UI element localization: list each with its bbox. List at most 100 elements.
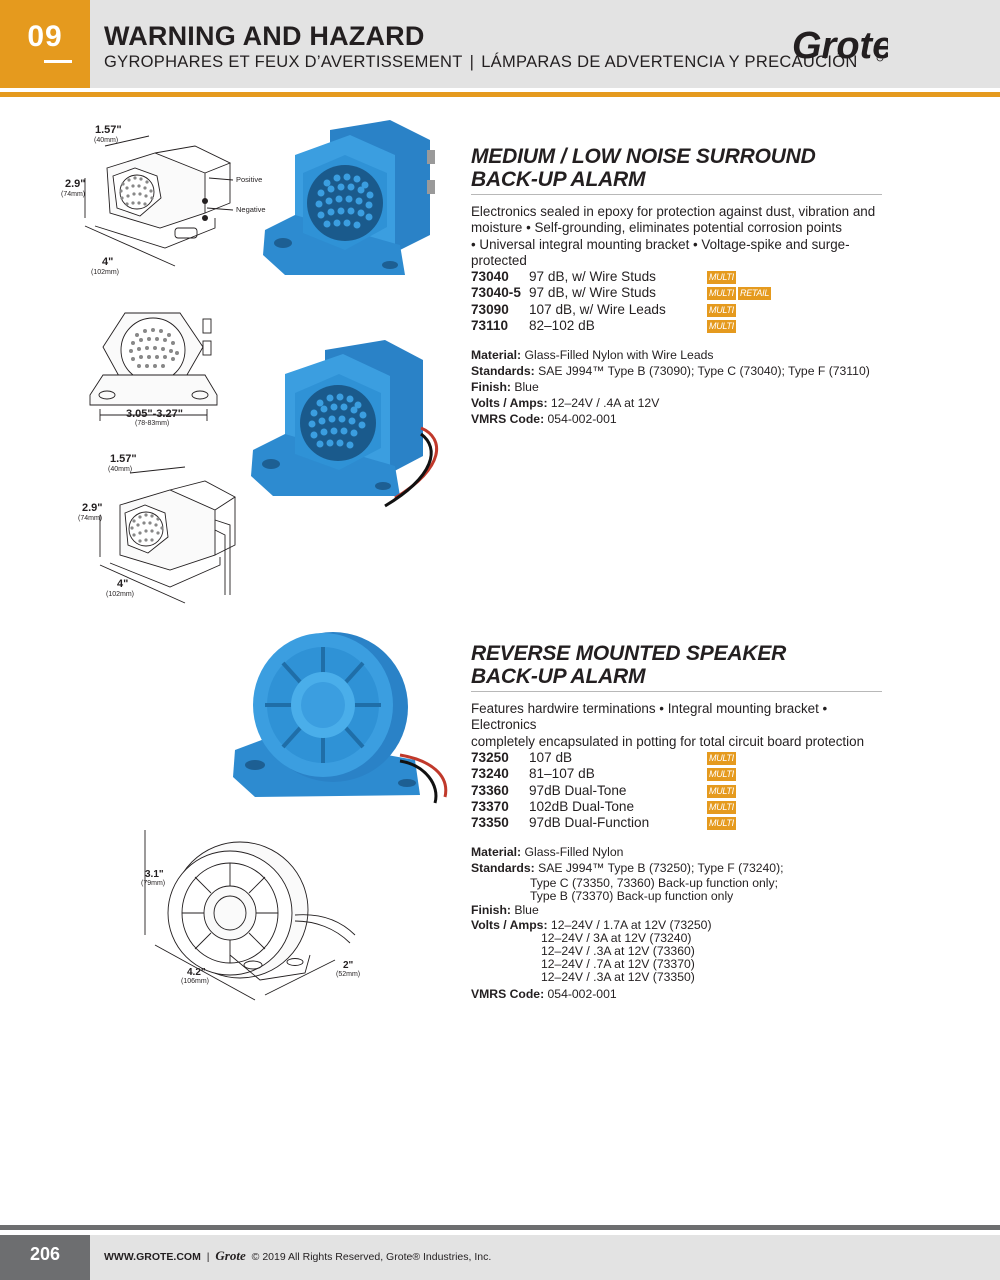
- part-number: 73110: [471, 317, 509, 333]
- product1-dimension-drawing-leads: 1.57" (40mm) 2.9" (74mm) 4" (102mm): [78, 453, 236, 604]
- part-number: 73090: [471, 301, 509, 317]
- product1-dimension-drawing-front: 3.05"-3.27" (78-83mm): [89, 312, 218, 427]
- product1-title-rule: [471, 194, 882, 195]
- page-title: WARNING AND HAZARD: [104, 21, 425, 51]
- part-description: 102dB Dual-Tone: [529, 798, 635, 814]
- dim-width: 4.2": [187, 967, 206, 978]
- product2-dimension-drawing: 3.1" (79mm) 4.2" (106mm) 2" (52mm): [141, 830, 360, 1001]
- spec-vmrs: VMRS Code: 054-002-001: [471, 986, 617, 1001]
- spec-standards-cont: Type C (73350, 73360) Back-up function o…: [530, 875, 778, 890]
- dim-diameter-mm: (79mm): [141, 880, 165, 887]
- part-number: 73360: [471, 782, 509, 798]
- part-description: 97dB Dual-Tone: [529, 782, 627, 798]
- product2-title-rule: [471, 691, 882, 692]
- dim-diameter: 3.1": [145, 869, 164, 880]
- product1-dimension-drawing-side: 1.57" (40mm) 2.9" (74mm) 4" (102mm) Posi…: [61, 124, 266, 276]
- part-number: 73040-5: [471, 285, 521, 301]
- page-number: 206: [29, 1244, 61, 1264]
- spec-standards-cont: Type B (73370) Back-up function only: [530, 888, 734, 903]
- grote-logo: Grote: [792, 25, 888, 67]
- product1-desc-line3: • Universal integral mounting bracket • …: [471, 236, 850, 268]
- product2-photo: [233, 632, 448, 804]
- footer-divider: |: [206, 1251, 210, 1263]
- spec-volts: Volts / Amps: 12–24V / 1.7A at 12V (7325…: [471, 917, 712, 932]
- subtitle-french: GYROPHARES ET FEUX D’AVERTISSEMENT: [104, 53, 463, 71]
- dim-depth-mm: (40mm): [94, 137, 118, 144]
- positive-terminal-icon: [202, 198, 208, 204]
- subtitle-divider: |: [469, 53, 475, 71]
- spec-volts-cont: 12–24V / 3A at 12V (73240): [541, 930, 692, 945]
- dim-width-2: 4": [117, 578, 128, 590]
- part-description: 82–102 dB: [529, 317, 595, 333]
- copyright-text: © 2019 All Rights Reserved, Grote® Indus…: [251, 1251, 492, 1263]
- retail-badge: RETAIL: [738, 287, 772, 301]
- multi-badge: MULTI: [707, 817, 736, 831]
- table-row: 73360 97dB Dual-Tone MULTI: [471, 783, 891, 799]
- negative-terminal-label: Negative: [236, 205, 266, 214]
- spec-standards: Standards: SAE J994™ Type B (73090); Typ…: [471, 363, 870, 378]
- part-number: 73250: [471, 750, 509, 765]
- product1-desc-line2: moisture • Self-grounding, eliminates po…: [471, 220, 842, 236]
- table-row: 73240 81–107 dB MULTI: [471, 766, 891, 782]
- part-number: 73240: [471, 766, 509, 782]
- part-number: 73350: [471, 815, 509, 831]
- part-number: 73370: [471, 798, 509, 814]
- spec-standards: Standards: SAE J994™ Type B (73250); Typ…: [471, 860, 784, 875]
- dim-depth: 2": [343, 960, 354, 971]
- table-row: 73370 102dB Dual-Tone MULTI: [471, 799, 891, 815]
- table-row: 73350 97dB Dual-Function MULTI: [471, 815, 891, 831]
- part-description: 81–107 dB: [529, 766, 595, 782]
- product1-photo-wire-leads: [251, 340, 438, 508]
- dim-height-mm: (74mm): [61, 191, 85, 198]
- footer-page-tab: [0, 1235, 90, 1280]
- product2-description: Features hardwire terminations • Integra…: [471, 701, 891, 750]
- footer-rule: [0, 1225, 1000, 1230]
- multi-badge: MULTI: [707, 287, 736, 301]
- dim-width: 4": [102, 256, 113, 268]
- header-rule: [0, 92, 1000, 97]
- product2-title-line1: REVERSE MOUNTED SPEAKER: [471, 642, 787, 665]
- dim-width-mm: (106mm): [181, 978, 209, 985]
- table-row: 73090 107 dB, w/ Wire Leads MULTI: [471, 302, 891, 318]
- table-row: 73040 97 dB, w/ Wire Studs MULTI: [471, 269, 891, 285]
- footer-text: WWW.GROTE.COM | Grote © 2019 All Rights …: [104, 1248, 491, 1264]
- product2-title: REVERSE MOUNTED SPEAKER BACK-UP ALARM: [471, 642, 786, 688]
- dim-height: 2.9": [65, 178, 86, 190]
- dim-width-mm: (102mm): [91, 269, 119, 276]
- dim-depth-2-mm: (40mm): [108, 466, 132, 473]
- part-number: 73040: [471, 269, 509, 284]
- part-description: 107 dB: [529, 750, 573, 765]
- table-row: 73110 82–102 dB MULTI: [471, 318, 891, 334]
- part-description: 97 dB, w/ Wire Studs: [529, 269, 656, 284]
- website-link[interactable]: WWW.GROTE.COM: [104, 1251, 201, 1263]
- product1-photo-wire-studs: [263, 120, 435, 275]
- footer-band: [0, 1235, 1000, 1280]
- spec-finish: Finish: Blue: [471, 379, 539, 394]
- multi-badge: MULTI: [707, 768, 736, 782]
- table-row: 73250 107 dB MULTI: [471, 750, 891, 766]
- spec-vmrs: VMRS Code: 054-002-001: [471, 411, 617, 426]
- grote-logo-text: Grote: [792, 25, 888, 67]
- dim-depth-mm: (52mm): [336, 971, 360, 978]
- dim-height-2-mm: (74mm): [78, 515, 102, 522]
- subtitle-spanish: LÁMPARAS DE ADVERTENCIA Y PRECAUCIÓN: [481, 53, 858, 71]
- multi-badge: MULTI: [707, 752, 736, 765]
- product1-title-line1: MEDIUM / LOW NOISE SURROUND: [471, 145, 816, 168]
- product1-title: MEDIUM / LOW NOISE SURROUND BACK-UP ALAR…: [471, 145, 816, 191]
- header-band: [0, 0, 1000, 88]
- spec-volts-cont: 12–24V / .7A at 12V (73370): [541, 956, 695, 971]
- spec-material: Material: Glass-Filled Nylon with Wire L…: [471, 348, 714, 362]
- product2-specs: Material: Glass-Filled Nylon Standards: …: [471, 845, 891, 1003]
- negative-terminal-icon: [202, 215, 208, 221]
- product2-title-line2: BACK-UP ALARM: [471, 665, 646, 688]
- dim-width-2-mm: (102mm): [106, 591, 134, 598]
- product1-description: Electronics sealed in epoxy for protecti…: [471, 204, 891, 269]
- multi-badge: MULTI: [707, 784, 736, 798]
- dim-depth-2: 1.57": [110, 453, 137, 465]
- product2-desc-line1: Features hardwire terminations • Integra…: [471, 701, 828, 733]
- registered-mark-icon: [876, 54, 884, 62]
- product2-part-list: 73250 107 dB MULTI 73240 81–107 dB MULTI…: [471, 750, 891, 831]
- spec-volts-cont: 12–24V / .3A at 12V (73360): [541, 943, 695, 958]
- multi-badge: MULTI: [707, 800, 736, 814]
- spec-material: Material: Glass-Filled Nylon: [471, 845, 624, 859]
